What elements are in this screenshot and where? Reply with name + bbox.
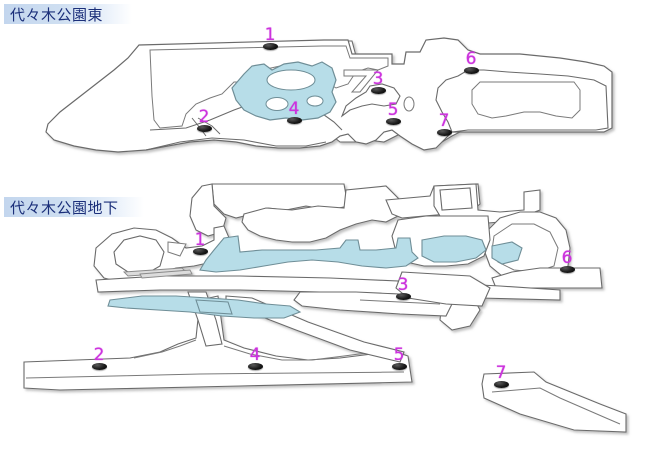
east-ridge-line-c [197,117,221,135]
level-underground-shapes [23,183,627,433]
marker-base-icon [396,293,411,300]
marker-label: 7 [495,363,507,383]
section-title-underground: 代々木公園地下 [10,199,119,217]
marker-underground-5[interactable]: 5 [386,346,412,376]
marker-label: 6 [465,49,477,69]
marker-label: 2 [198,107,210,127]
marker-east-1[interactable]: 1 [257,26,283,56]
ug-plinth-b [139,269,193,279]
ug-right-block-c [439,187,473,211]
marker-base-icon [193,248,208,255]
ug-corridor-seven-inner [491,387,621,425]
marker-base-icon [386,118,401,125]
marker-east-7[interactable]: 7 [431,112,457,142]
ug-bottom-inner-line2 [133,339,197,359]
ug-left-ring-hole [113,235,165,275]
marker-label: 3 [397,275,409,295]
section-title-east: 代々木公園東 [10,6,104,24]
marker-base-icon [371,87,386,94]
east-pond-island-small [306,95,324,107]
marker-label: 3 [372,69,384,89]
ug-under-dome-slab [395,271,491,307]
ug-wedge-glyph [167,241,187,257]
ug-upper-plate [241,185,401,243]
marker-east-6[interactable]: 6 [458,50,484,80]
east-arrow-glyph [343,69,380,93]
marker-label: 1 [194,230,206,250]
marker-base-icon [263,43,278,50]
marker-label: 5 [387,100,399,120]
marker-base-icon [287,117,302,124]
ug-corridor-seven [481,371,627,433]
underground-water-group [107,235,523,319]
east-pond-island-mid [265,97,289,111]
marker-base-icon [248,363,263,370]
marker-base-icon [197,125,212,132]
marker-label: 1 [264,25,276,45]
ug-band-line [359,299,441,305]
label-background-east [4,4,132,24]
east-lower-edge [145,137,327,151]
marker-east-4[interactable]: 4 [281,100,307,130]
east-notch-three [340,83,401,118]
marker-underground-2[interactable]: 2 [86,346,112,376]
ug-bottom-inner-line [25,371,405,379]
marker-base-icon [464,67,479,74]
marker-base-icon [92,363,107,370]
marker-label: 2 [93,345,105,365]
east-right-inner [471,81,581,119]
ug-water-main [199,235,419,273]
marker-base-icon [560,266,575,273]
marker-label: 4 [249,345,261,365]
ug-water-spur [491,241,523,265]
ug-water-lower-spur [195,299,233,315]
east-pond-group [231,61,337,121]
marker-base-icon [494,381,509,388]
marker-underground-6[interactable]: 6 [554,249,580,279]
east-pond-island-large [266,69,316,91]
marker-underground-1[interactable]: 1 [187,231,213,261]
marker-label: 6 [561,248,573,268]
marker-label: 4 [288,99,300,119]
marker-underground-3[interactable]: 3 [390,276,416,306]
east-small-oval [403,96,415,112]
marker-label: 5 [393,345,405,365]
marker-base-icon [392,363,407,370]
marker-base-icon [437,129,452,136]
marker-underground-4[interactable]: 4 [242,346,268,376]
marker-east-2[interactable]: 2 [191,108,217,138]
marker-east-5[interactable]: 5 [380,101,406,131]
marker-east-3[interactable]: 3 [365,70,391,100]
marker-underground-7[interactable]: 7 [488,364,514,394]
label-background-underground [4,197,144,217]
marker-label: 7 [438,111,450,131]
ug-water-right-arm [421,235,487,263]
